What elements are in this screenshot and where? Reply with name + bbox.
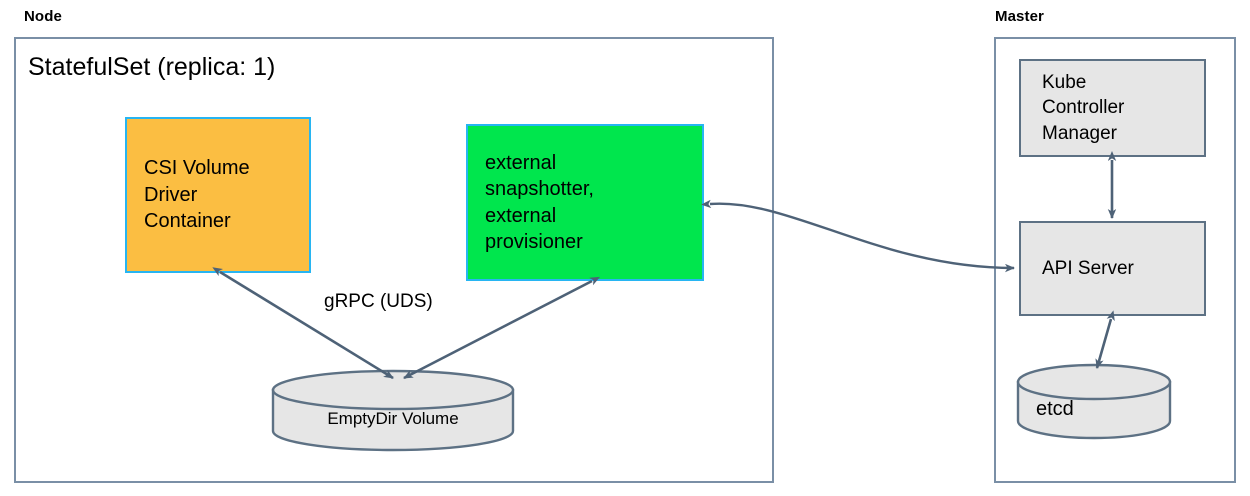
statefulset-title: StatefulSet (replica: 1) xyxy=(28,53,276,81)
external-snapshotter-provisioner-label: external snapshotter, external provision… xyxy=(485,151,594,253)
api-server-label: API Server xyxy=(1042,257,1134,279)
emptydir-volume-cylinder[interactable] xyxy=(271,369,515,452)
grpc-uds-edge-label: gRPC (UDS) xyxy=(324,291,433,312)
connector-driver-to-volume[interactable] xyxy=(212,267,394,380)
api-server-box[interactable]: API Server xyxy=(1019,221,1206,316)
kube-controller-manager-box[interactable]: Kube Controller Manager xyxy=(1019,59,1206,157)
csi-volume-driver-container-box[interactable]: CSI Volume Driver Container xyxy=(125,117,311,273)
external-snapshotter-provisioner-box[interactable]: external snapshotter, external provision… xyxy=(466,124,704,281)
connector-sidecar-to-volume[interactable] xyxy=(403,276,600,380)
master-group-label: Master xyxy=(995,8,1044,25)
etcd-top xyxy=(1016,363,1172,401)
csi-volume-driver-container-label: CSI Volume Driver Container xyxy=(144,157,250,233)
etcd-label: etcd xyxy=(1036,398,1074,420)
connector-sidecar-to-apiserver[interactable] xyxy=(701,199,1015,273)
kube-controller-manager-label: Kube Controller Manager xyxy=(1042,72,1125,144)
connector-apiserver-to-etcd[interactable] xyxy=(1095,310,1115,369)
node-group-label: Node xyxy=(24,8,62,25)
emptydir-volume-label: EmptyDir Volume xyxy=(327,409,459,428)
etcd-cylinder[interactable] xyxy=(1016,363,1172,440)
